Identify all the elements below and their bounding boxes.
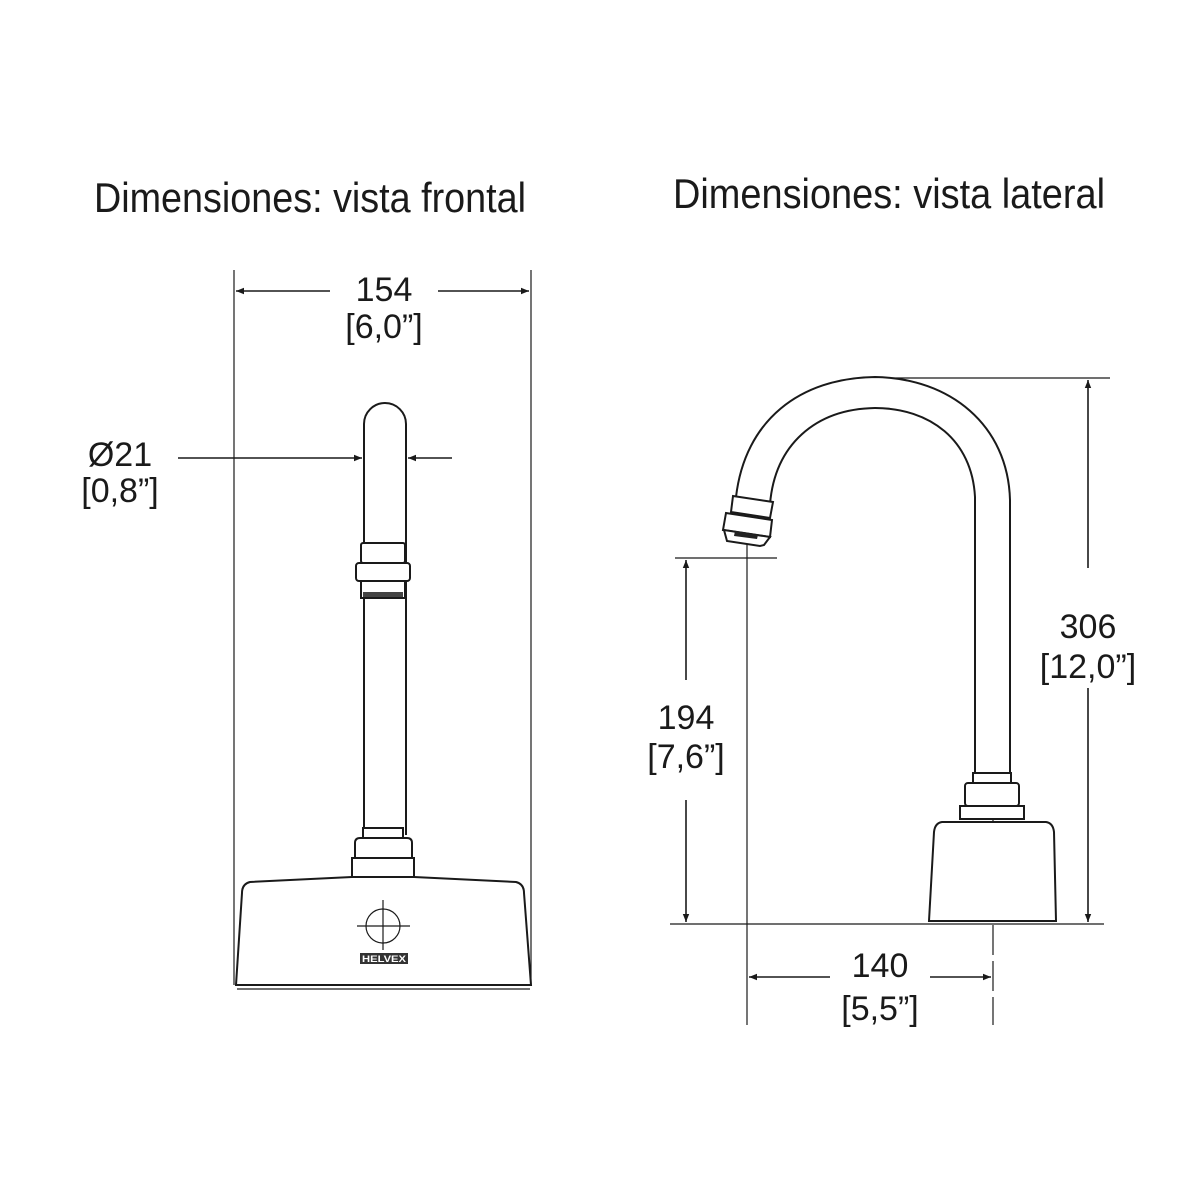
diameter-mm-label: Ø21 bbox=[88, 436, 152, 474]
reach-in-label: [5,5”] bbox=[841, 990, 918, 1028]
collar-middle bbox=[354, 837, 413, 859]
side-aerator-ring bbox=[729, 494, 775, 520]
side-view-title: Dimensiones: vista lateral bbox=[673, 170, 1105, 217]
aerator-mesh bbox=[363, 592, 403, 597]
spout-tube bbox=[363, 402, 407, 835]
reach-mm-label: 140 bbox=[852, 947, 909, 985]
front-view-title: Dimensiones: vista frontal bbox=[94, 174, 526, 221]
side-collar-top bbox=[972, 772, 1012, 784]
aerator-body bbox=[355, 562, 411, 582]
gooseneck-spout bbox=[734, 375, 1011, 774]
width-mm-label: 154 bbox=[356, 271, 413, 309]
height-mm-label: 306 bbox=[1060, 608, 1117, 646]
logo-badge bbox=[360, 953, 408, 964]
side-collar-middle bbox=[964, 782, 1020, 807]
diameter-in-label: [0,8”] bbox=[81, 472, 158, 510]
logo-text: HELVEX bbox=[362, 954, 406, 964]
front-view: 154 [6,0”] Ø21 [0,8”] HELVEX bbox=[81, 270, 533, 990]
side-sensor-base bbox=[927, 821, 1058, 922]
side-aerator-mesh bbox=[734, 531, 758, 539]
height-in-label: [12,0”] bbox=[1040, 648, 1136, 686]
side-collar-bottom bbox=[959, 805, 1025, 820]
spout-height-mm-label: 194 bbox=[658, 699, 715, 737]
side-view: 306 [12,0”] 194 [7,6”] 140 [5,5”] bbox=[647, 375, 1136, 1028]
spout-height-in-label: [7,6”] bbox=[647, 738, 724, 776]
width-in-label: [6,0”] bbox=[345, 308, 422, 346]
aerator-ring bbox=[360, 542, 406, 564]
